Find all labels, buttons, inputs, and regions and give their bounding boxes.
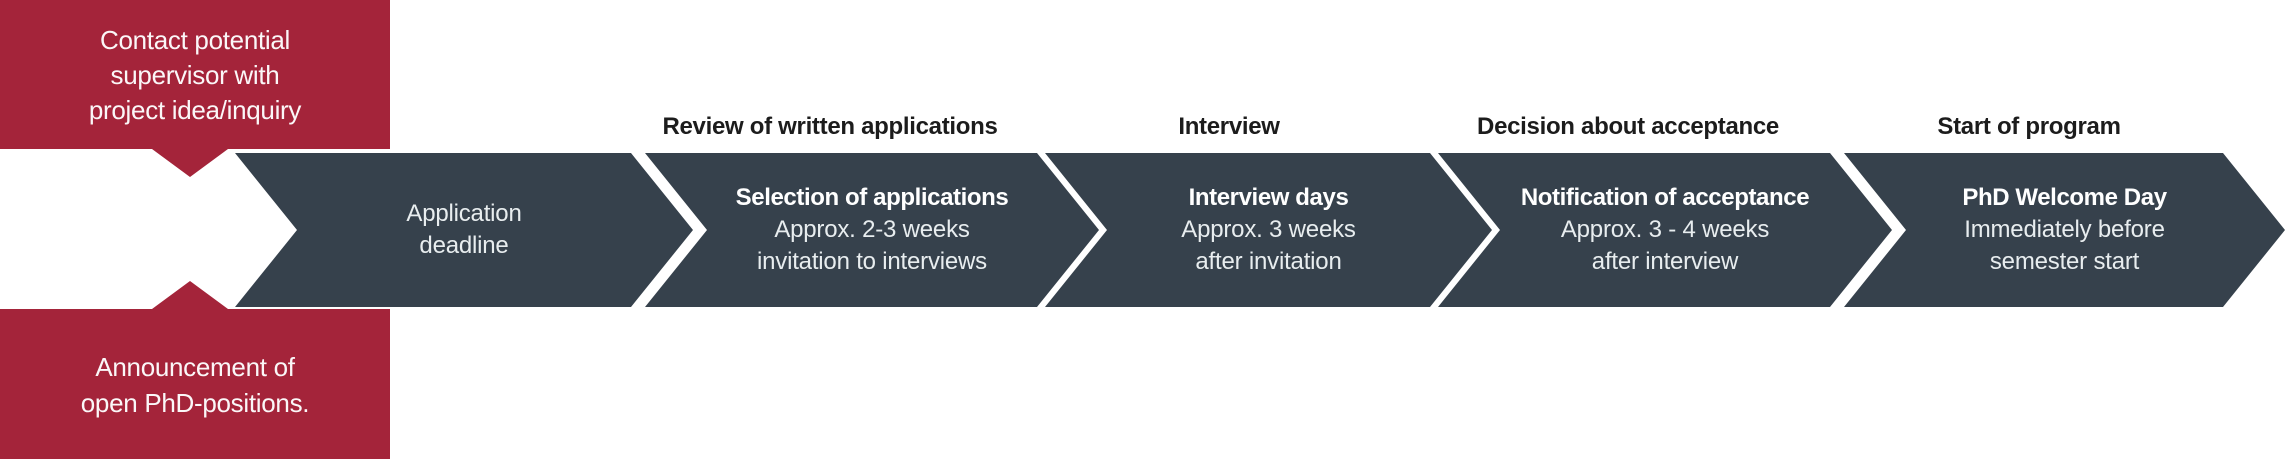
phase-header-review: Review of written applications: [662, 113, 998, 140]
step-line: Application: [406, 200, 522, 227]
step-line: after interview: [1591, 248, 1739, 275]
step-line: Approx. 3 - 4 weeks: [1560, 216, 1770, 243]
step-line: Approx. 3 weeks: [1181, 216, 1356, 243]
top-note: Contact potential supervisor with projec…: [0, 23, 390, 128]
phase-header-start: Start of program: [1937, 113, 2121, 140]
step-line: deadline: [419, 232, 509, 259]
step-title: PhD Welcome Day: [1962, 184, 2167, 211]
step-title: Interview days: [1188, 184, 1349, 211]
chevron-step-selection: Selection of applications Approx. 2-3 we…: [645, 153, 1099, 307]
top-note-line: project idea/inquiry: [88, 95, 302, 125]
chevron-step-interview-days: Interview days Approx. 3 weeks after inv…: [1045, 153, 1492, 307]
step-line: invitation to interviews: [757, 248, 987, 275]
step-line: semester start: [1989, 248, 2140, 275]
step-line: Immediately before: [1964, 216, 2165, 243]
bottom-note-line: open PhD-positions.: [80, 388, 310, 418]
chevron-step-welcome-day: PhD Welcome Day Immediately before semes…: [1844, 153, 2285, 307]
bottom-note: Announcement of open PhD-positions.: [0, 349, 390, 421]
phase-header-interview: Interview: [1178, 113, 1280, 140]
step-line: after invitation: [1195, 248, 1342, 275]
chevron-step-application-deadline: Application deadline: [235, 153, 693, 307]
step-title: Selection of applications: [735, 184, 1009, 211]
bottom-note-line: Announcement of: [95, 352, 295, 382]
chevron-step-notification: Notification of acceptance Approx. 3 - 4…: [1438, 153, 1892, 307]
top-note-line: Contact potential: [99, 25, 291, 55]
step-title: Notification of acceptance: [1520, 184, 1810, 211]
top-note-line: supervisor with: [110, 60, 280, 90]
step-line: Approx. 2-3 weeks: [774, 216, 970, 243]
phase-header-decision: Decision about acceptance: [1477, 113, 1779, 140]
